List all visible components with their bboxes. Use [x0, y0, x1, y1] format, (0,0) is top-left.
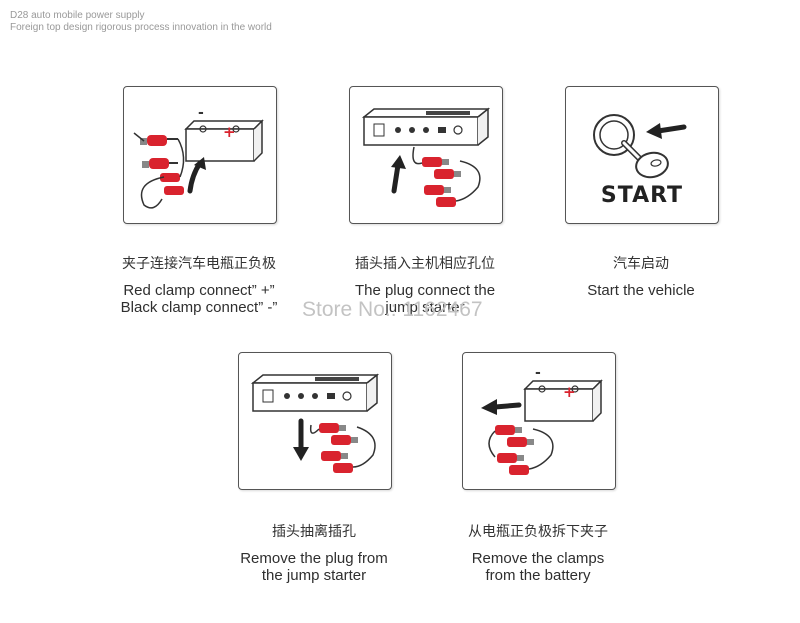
- left-arrow-icon: [481, 399, 522, 415]
- car-battery-icon: [523, 379, 603, 422]
- step-1-panel: - +: [123, 86, 277, 224]
- step-1-desc-line1: Red clamp connect” +”: [123, 282, 275, 299]
- black-clamp-icon: [140, 138, 185, 209]
- header-subtitle: Foreign top design rigorous process inno…: [10, 22, 272, 33]
- step-5-desc-line1: Remove the clamps: [471, 550, 605, 567]
- step-1-illustration: - +: [133, 105, 264, 209]
- battery-plus-sign: +: [223, 123, 236, 141]
- step-3-illustration: [593, 114, 687, 179]
- step-4-caption: 插头抽离插孔 Remove the plug from the jump sta…: [200, 522, 428, 584]
- step-5-title-zh: 从电瓶正负极拆下夹子: [468, 523, 608, 539]
- battery-minus-sign: -: [198, 105, 204, 121]
- step-1-caption: 夹子连接汽车电瓶正负极 Red clamp connect” +” Black …: [88, 254, 310, 316]
- up-arrow-icon: [391, 155, 406, 194]
- step-1-title-zh: 夹子连接汽车电瓶正负极: [122, 255, 276, 271]
- left-arrow-icon: [646, 123, 687, 139]
- step-4-title-zh: 插头抽离插孔: [272, 523, 356, 539]
- ignition-key-icon: [593, 114, 669, 179]
- step-2-desc-line1: The plug connect the: [354, 282, 496, 299]
- jump-starter-icon: [361, 107, 491, 146]
- car-battery-icon: [184, 119, 264, 162]
- down-arrow-icon: [293, 418, 309, 461]
- battery-plus-sign: +: [563, 383, 576, 401]
- up-arrow-icon: [187, 157, 206, 194]
- header-title: D28 auto mobile power supply: [10, 10, 145, 21]
- step-3-title-zh: 汽车启动: [613, 255, 669, 271]
- step-2-illustration: [361, 107, 491, 207]
- step-3-panel: START: [565, 86, 719, 224]
- store-watermark: Store No.: 1162467: [302, 298, 483, 321]
- step-1-desc-line2: Black clamp connect” -”: [120, 299, 278, 316]
- step-3-desc-line1: Start the vehicle: [587, 282, 695, 299]
- clamp-cable-icon: [412, 146, 481, 207]
- jump-starter-icon: [250, 373, 380, 412]
- step-3-caption: 汽车启动 Start the vehicle: [560, 254, 722, 299]
- step-4-desc-line1: Remove the plug from: [240, 550, 388, 567]
- step-4-panel: [238, 352, 392, 490]
- clamp-cable-icon: [488, 425, 554, 475]
- step-2-panel: [349, 86, 503, 224]
- step-4-illustration: [250, 373, 380, 473]
- step-4-desc-line2: the jump starter: [261, 567, 367, 584]
- start-label: START: [600, 183, 684, 208]
- header: D28 auto mobile power supply Foreign top…: [10, 10, 272, 34]
- step-5-panel: - +: [462, 352, 616, 490]
- step-5-illustration: - +: [481, 365, 603, 475]
- red-clamp-icon: [133, 132, 178, 146]
- step-2-caption: 插头插入主机相应孔位 The plug connect the jump sta…: [310, 254, 540, 316]
- step-2-desc-line2: jump starter: [385, 299, 465, 316]
- step-5-desc-line2: from the battery: [485, 567, 591, 584]
- battery-minus-sign: -: [535, 365, 541, 381]
- clamp-cable-icon: [309, 423, 376, 473]
- step-5-caption: 从电瓶正负极拆下夹子 Remove the clamps from the ba…: [424, 522, 652, 584]
- step-2-title-zh: 插头插入主机相应孔位: [355, 255, 495, 271]
